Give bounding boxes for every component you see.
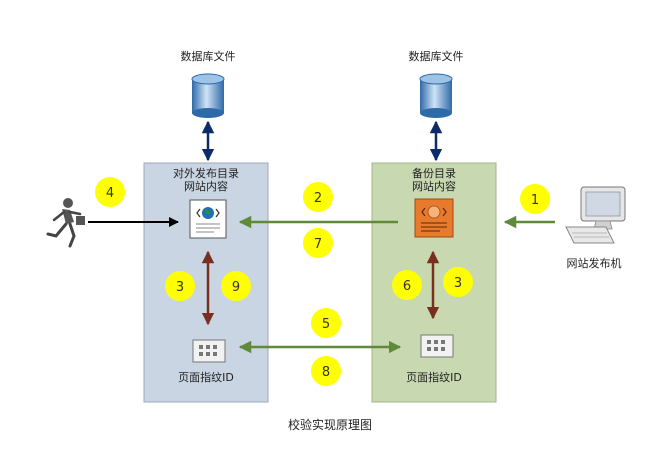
right-panel-title: 备份目录 — [412, 167, 456, 180]
svg-text:6: 6 — [403, 279, 411, 294]
svg-text:2: 2 — [314, 191, 322, 206]
db-left-label: 数据库文件 — [180, 50, 236, 63]
database-right-icon — [419, 73, 453, 118]
user-icon — [46, 198, 85, 248]
right-panel-subtitle: 网站内容 — [412, 180, 456, 193]
step-badge-6: 6 — [392, 270, 422, 300]
svg-text:4: 4 — [106, 186, 114, 201]
step-badge-3-left: 3 — [165, 271, 195, 301]
left-fingerprint-label: 页面指纹ID — [178, 371, 234, 384]
step-badge-4: 4 — [95, 177, 125, 207]
svg-text:1: 1 — [531, 193, 539, 208]
computer-icon — [565, 186, 626, 244]
step-badge-9: 9 — [221, 271, 251, 301]
left-panel-title: 对外发布目录 — [173, 167, 239, 180]
svg-text:3: 3 — [176, 280, 184, 295]
database-left-icon — [191, 73, 225, 118]
right-fingerprint-label: 页面指纹ID — [406, 371, 462, 384]
fingerprint-right-icon — [420, 334, 454, 358]
computer-label: 网站发布机 — [566, 257, 622, 270]
svg-text:9: 9 — [232, 280, 240, 295]
svg-text:3: 3 — [454, 276, 462, 291]
webpage-left-icon — [189, 199, 227, 239]
svg-text:7: 7 — [314, 237, 322, 252]
diagram-caption: 校验实现原理图 — [287, 418, 372, 432]
step-badge-5: 5 — [311, 308, 341, 338]
webpage-right-icon — [414, 198, 454, 238]
db-right-label: 数据库文件 — [408, 50, 464, 63]
step-badge-2: 2 — [303, 182, 333, 212]
step-badge-8: 8 — [311, 356, 341, 386]
svg-text:8: 8 — [322, 365, 330, 380]
svg-text:5: 5 — [322, 317, 330, 332]
step-badge-7: 7 — [303, 228, 333, 258]
step-badge-3-right: 3 — [443, 267, 473, 297]
step-badge-1: 1 — [520, 184, 550, 214]
left-panel-subtitle: 网站内容 — [184, 180, 228, 193]
fingerprint-left-icon — [192, 339, 226, 363]
